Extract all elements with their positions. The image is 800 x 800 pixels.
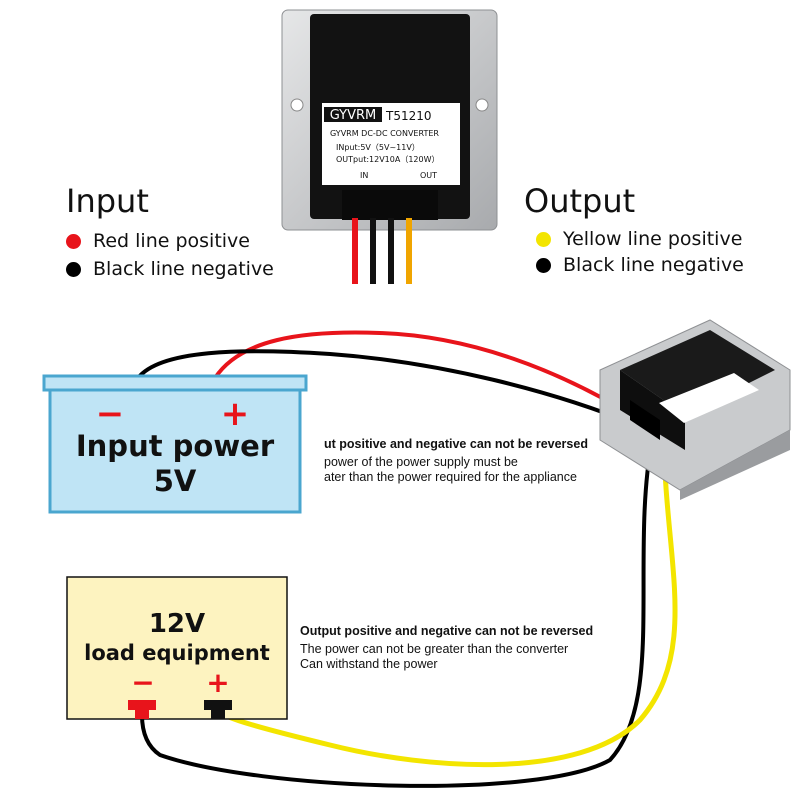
in-label: IN <box>360 171 368 180</box>
converter-right <box>599 319 791 500</box>
input-power-battery: − + Input power 5V <box>42 374 308 514</box>
output-note-heading: Output positive and negative can not be … <box>300 624 594 638</box>
output-black-wire <box>140 439 654 788</box>
input-legend-item-black: Black line negative <box>66 258 274 280</box>
yellow-dot-icon <box>536 231 551 247</box>
input-note: ut positive and negative can not be reve… <box>324 437 588 485</box>
load-equipment: 12V load equipment − + <box>66 576 288 720</box>
black-dot-icon <box>66 261 81 277</box>
battery-voltage: 5V <box>154 464 197 498</box>
battery-label: Input power <box>76 429 275 463</box>
input-note-line1: power of the power supply must be <box>324 455 518 469</box>
battery-lid <box>42 374 308 392</box>
load-plus-terminal-stem <box>211 709 225 719</box>
red-dot-icon <box>66 233 81 249</box>
output-legend: Output Yellow line positive Black line n… <box>524 182 744 276</box>
load-plus-terminal <box>204 700 232 710</box>
brand-text: GYVRM <box>330 108 377 123</box>
converter-top: GYVRM T51210 GYVRM DC-DC CONVERTER INput… <box>281 9 498 284</box>
right-heatsink-fins <box>680 430 790 500</box>
model-text: T51210 <box>385 109 432 123</box>
input-note-heading: ut positive and negative can not be reve… <box>324 437 588 451</box>
output-spec-text: OUTput:12V10A（120W） <box>336 155 440 164</box>
load-minus-terminal <box>128 700 156 710</box>
out-label: OUT <box>420 171 437 180</box>
cable-grommet <box>342 190 438 220</box>
mount-hole-left <box>290 98 304 112</box>
top-red-lead <box>352 218 358 284</box>
battery-plus: + <box>221 394 250 434</box>
output-note-line1: The power can not be greater than the co… <box>300 642 569 656</box>
output-legend-item-yellow: Yellow line positive <box>536 228 744 250</box>
black-dot-icon <box>536 257 551 273</box>
input-spec-text: INput:5V（5V~11V） <box>336 143 420 152</box>
battery-minus: − <box>96 394 125 434</box>
battery-body <box>48 388 302 514</box>
input-red-wire <box>213 330 642 422</box>
output-legend-yellow-label: Yellow line positive <box>563 228 743 250</box>
brand-badge <box>324 107 382 122</box>
load-voltage: 12V <box>149 609 205 639</box>
input-legend-title: Input <box>66 182 149 220</box>
output-note-line2: Can withstand the power <box>300 657 438 671</box>
load-minus-terminal-stem <box>135 709 149 719</box>
load-body <box>66 576 288 720</box>
input-legend: Input Red line positive Black line negat… <box>66 182 274 280</box>
output-yellow-wire <box>218 439 678 768</box>
load-label: load equipment <box>84 641 270 665</box>
right-label <box>659 373 759 423</box>
input-note-line2: ater than the power required for the app… <box>324 470 577 484</box>
right-body <box>620 330 775 415</box>
load-minus: − <box>131 666 154 699</box>
output-legend-item-black: Black line negative <box>536 254 744 276</box>
output-legend-title: Output <box>524 182 636 220</box>
output-note: Output positive and negative can not be … <box>300 624 593 672</box>
load-plus: + <box>206 666 229 699</box>
top-black-lead-2 <box>388 218 394 284</box>
mount-hole-right <box>475 98 489 112</box>
input-legend-red-label: Red line positive <box>93 230 250 252</box>
output-legend-black-label: Black line negative <box>563 254 744 276</box>
input-legend-black-label: Black line negative <box>93 258 274 280</box>
input-legend-item-red: Red line positive <box>66 230 274 252</box>
input-black-wire <box>136 349 649 432</box>
top-black-lead-1 <box>370 218 376 284</box>
top-yellow-lead <box>406 218 412 284</box>
subtitle-text: GYVRM DC-DC CONVERTER <box>330 129 439 138</box>
right-grommet <box>630 400 660 440</box>
right-body-front <box>620 370 685 450</box>
